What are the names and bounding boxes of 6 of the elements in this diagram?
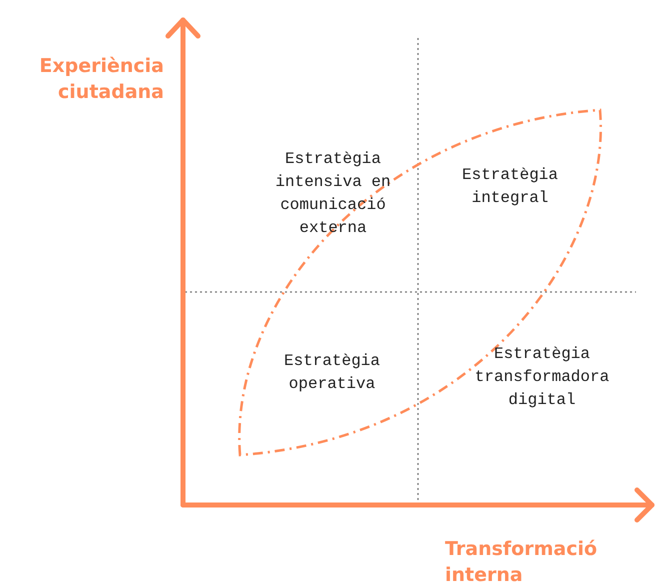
quadrant-label: Estratègia transformadora digital [474,344,610,411]
axis-label: Experiència ciutadana [38,54,164,105]
quadrant-label: Estratègia integral [460,165,559,209]
axis-label: Transformació interna [445,537,598,587]
quadrant-label: Estratègia intensiva en comunicació externa [274,149,392,239]
quadrant-label: Estratègia operativa [282,351,381,395]
